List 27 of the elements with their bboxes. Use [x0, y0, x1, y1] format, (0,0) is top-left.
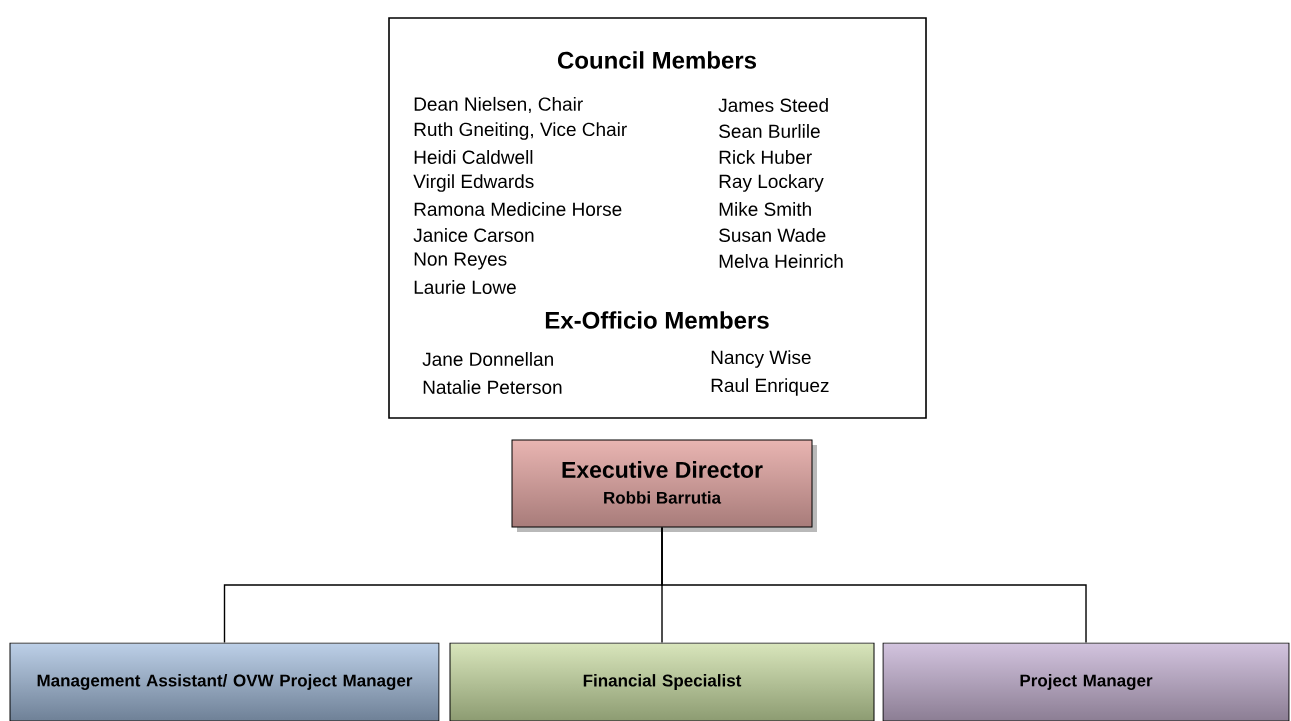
member-name: Non Reyes [414, 252, 507, 270]
member-name: Susan Wade [719, 228, 826, 242]
member-name: Melva Heinrich [719, 254, 843, 268]
section-heading: Council Members [557, 51, 756, 69]
connector-line [661, 526, 1087, 644]
member-list-box [388, 17, 927, 419]
member-name: Mike Smith [719, 202, 811, 216]
member-name: Ray Lockary [719, 174, 824, 192]
member-name: James Steed [718, 98, 828, 112]
member-name: Janice Carson [413, 228, 534, 242]
member-name: Nancy Wise [711, 350, 811, 368]
member-name: Ruth Gneiting, Vice Chair [414, 122, 627, 140]
role-box: Financial Specialist [449, 642, 875, 721]
member-name: Sean Burlile [719, 124, 820, 138]
title-box: Executive Director Robbi Barrutia [511, 439, 817, 532]
member-name: Virgil Edwards [413, 174, 534, 192]
section-heading: Ex-Officio Members [545, 311, 769, 329]
role-box: Management Assistant/ OVW Project Manager [9, 642, 440, 721]
member-name: Natalie Peterson [423, 380, 562, 394]
member-name: Dean Nielsen, Chair [414, 96, 583, 114]
member-name: Rick Huber [719, 150, 812, 164]
member-name: Heidi Caldwell [414, 150, 533, 164]
member-name: Jane Donnellan [422, 352, 553, 366]
member-name: Raul Enriquez [711, 378, 829, 396]
member-name: Ramona Medicine Horse [414, 202, 622, 216]
member-name: Laurie Lowe [414, 280, 516, 294]
role-box: Project Manager [882, 642, 1290, 721]
